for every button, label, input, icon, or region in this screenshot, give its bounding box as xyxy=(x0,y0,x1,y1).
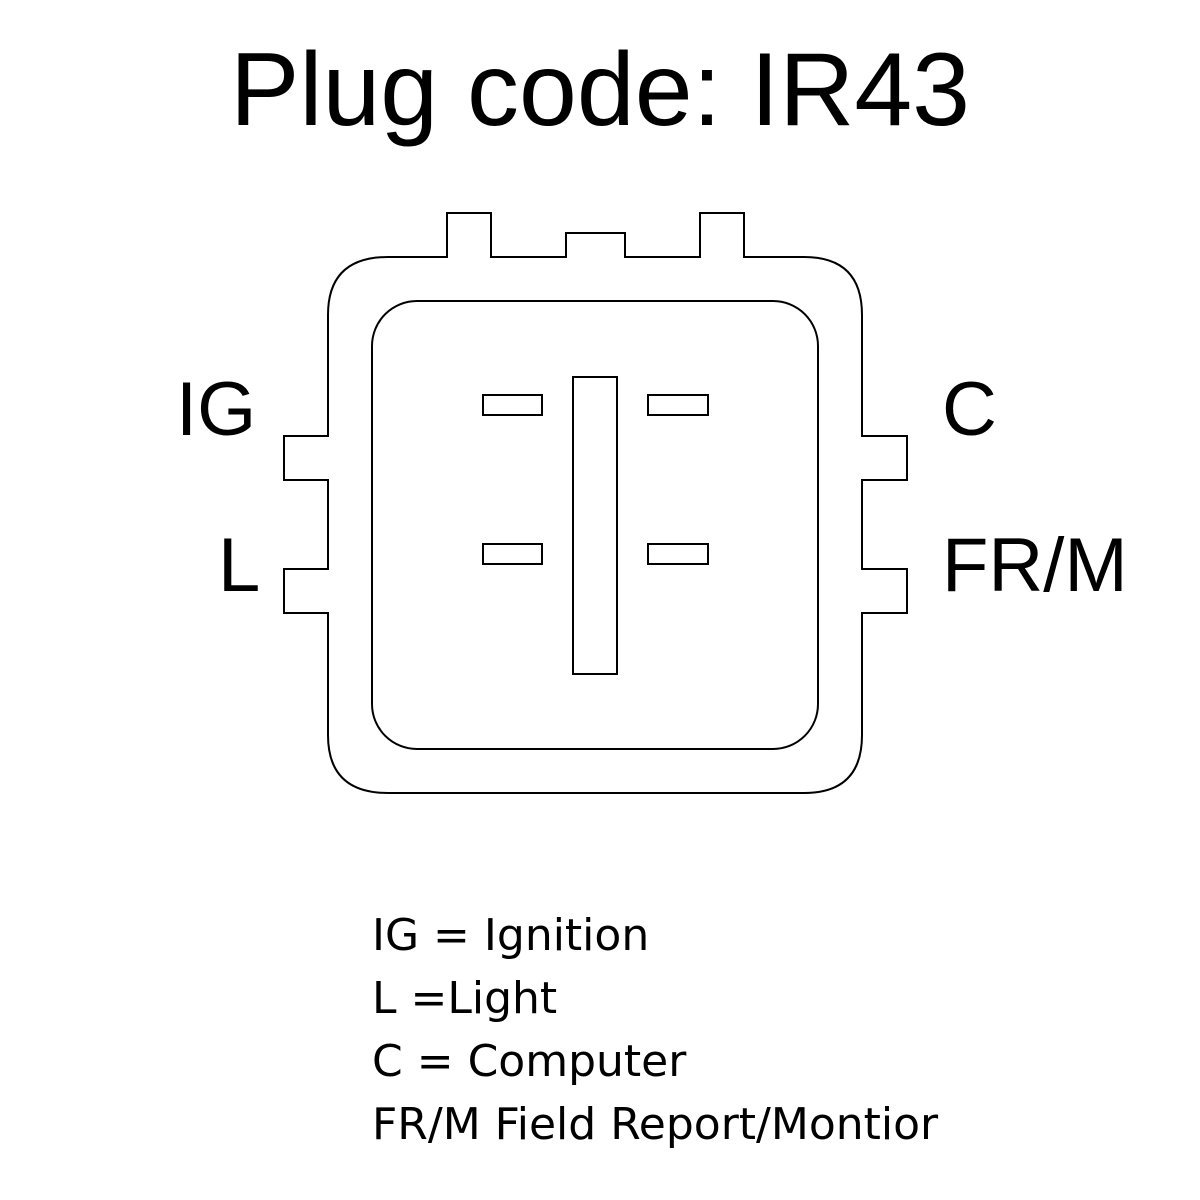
terminal-l xyxy=(482,543,543,565)
center-key-bar xyxy=(572,376,618,675)
pin-label-l: L xyxy=(218,523,261,608)
pin-label-frm: FR/M xyxy=(942,523,1128,608)
legend-line-ig: IG = Ignition xyxy=(372,910,650,961)
legend-line-l: L =Light xyxy=(372,973,558,1024)
pin-legend: IG = Ignition L =Light C = Computer FR/M… xyxy=(372,904,938,1156)
pin-label-ig: IG xyxy=(176,367,257,452)
legend-line-c: C = Computer xyxy=(372,1036,687,1087)
terminal-frm xyxy=(647,543,709,565)
legend-line-frm: FR/M Field Report/Montior xyxy=(372,1099,939,1150)
pin-label-c: C xyxy=(942,367,997,452)
terminal-ig xyxy=(482,394,543,416)
plug-code-title: Plug code: IR43 xyxy=(229,32,971,148)
connector-inner-cavity xyxy=(371,300,819,750)
terminal-c xyxy=(647,394,709,416)
connector-housing-outline xyxy=(283,212,908,794)
